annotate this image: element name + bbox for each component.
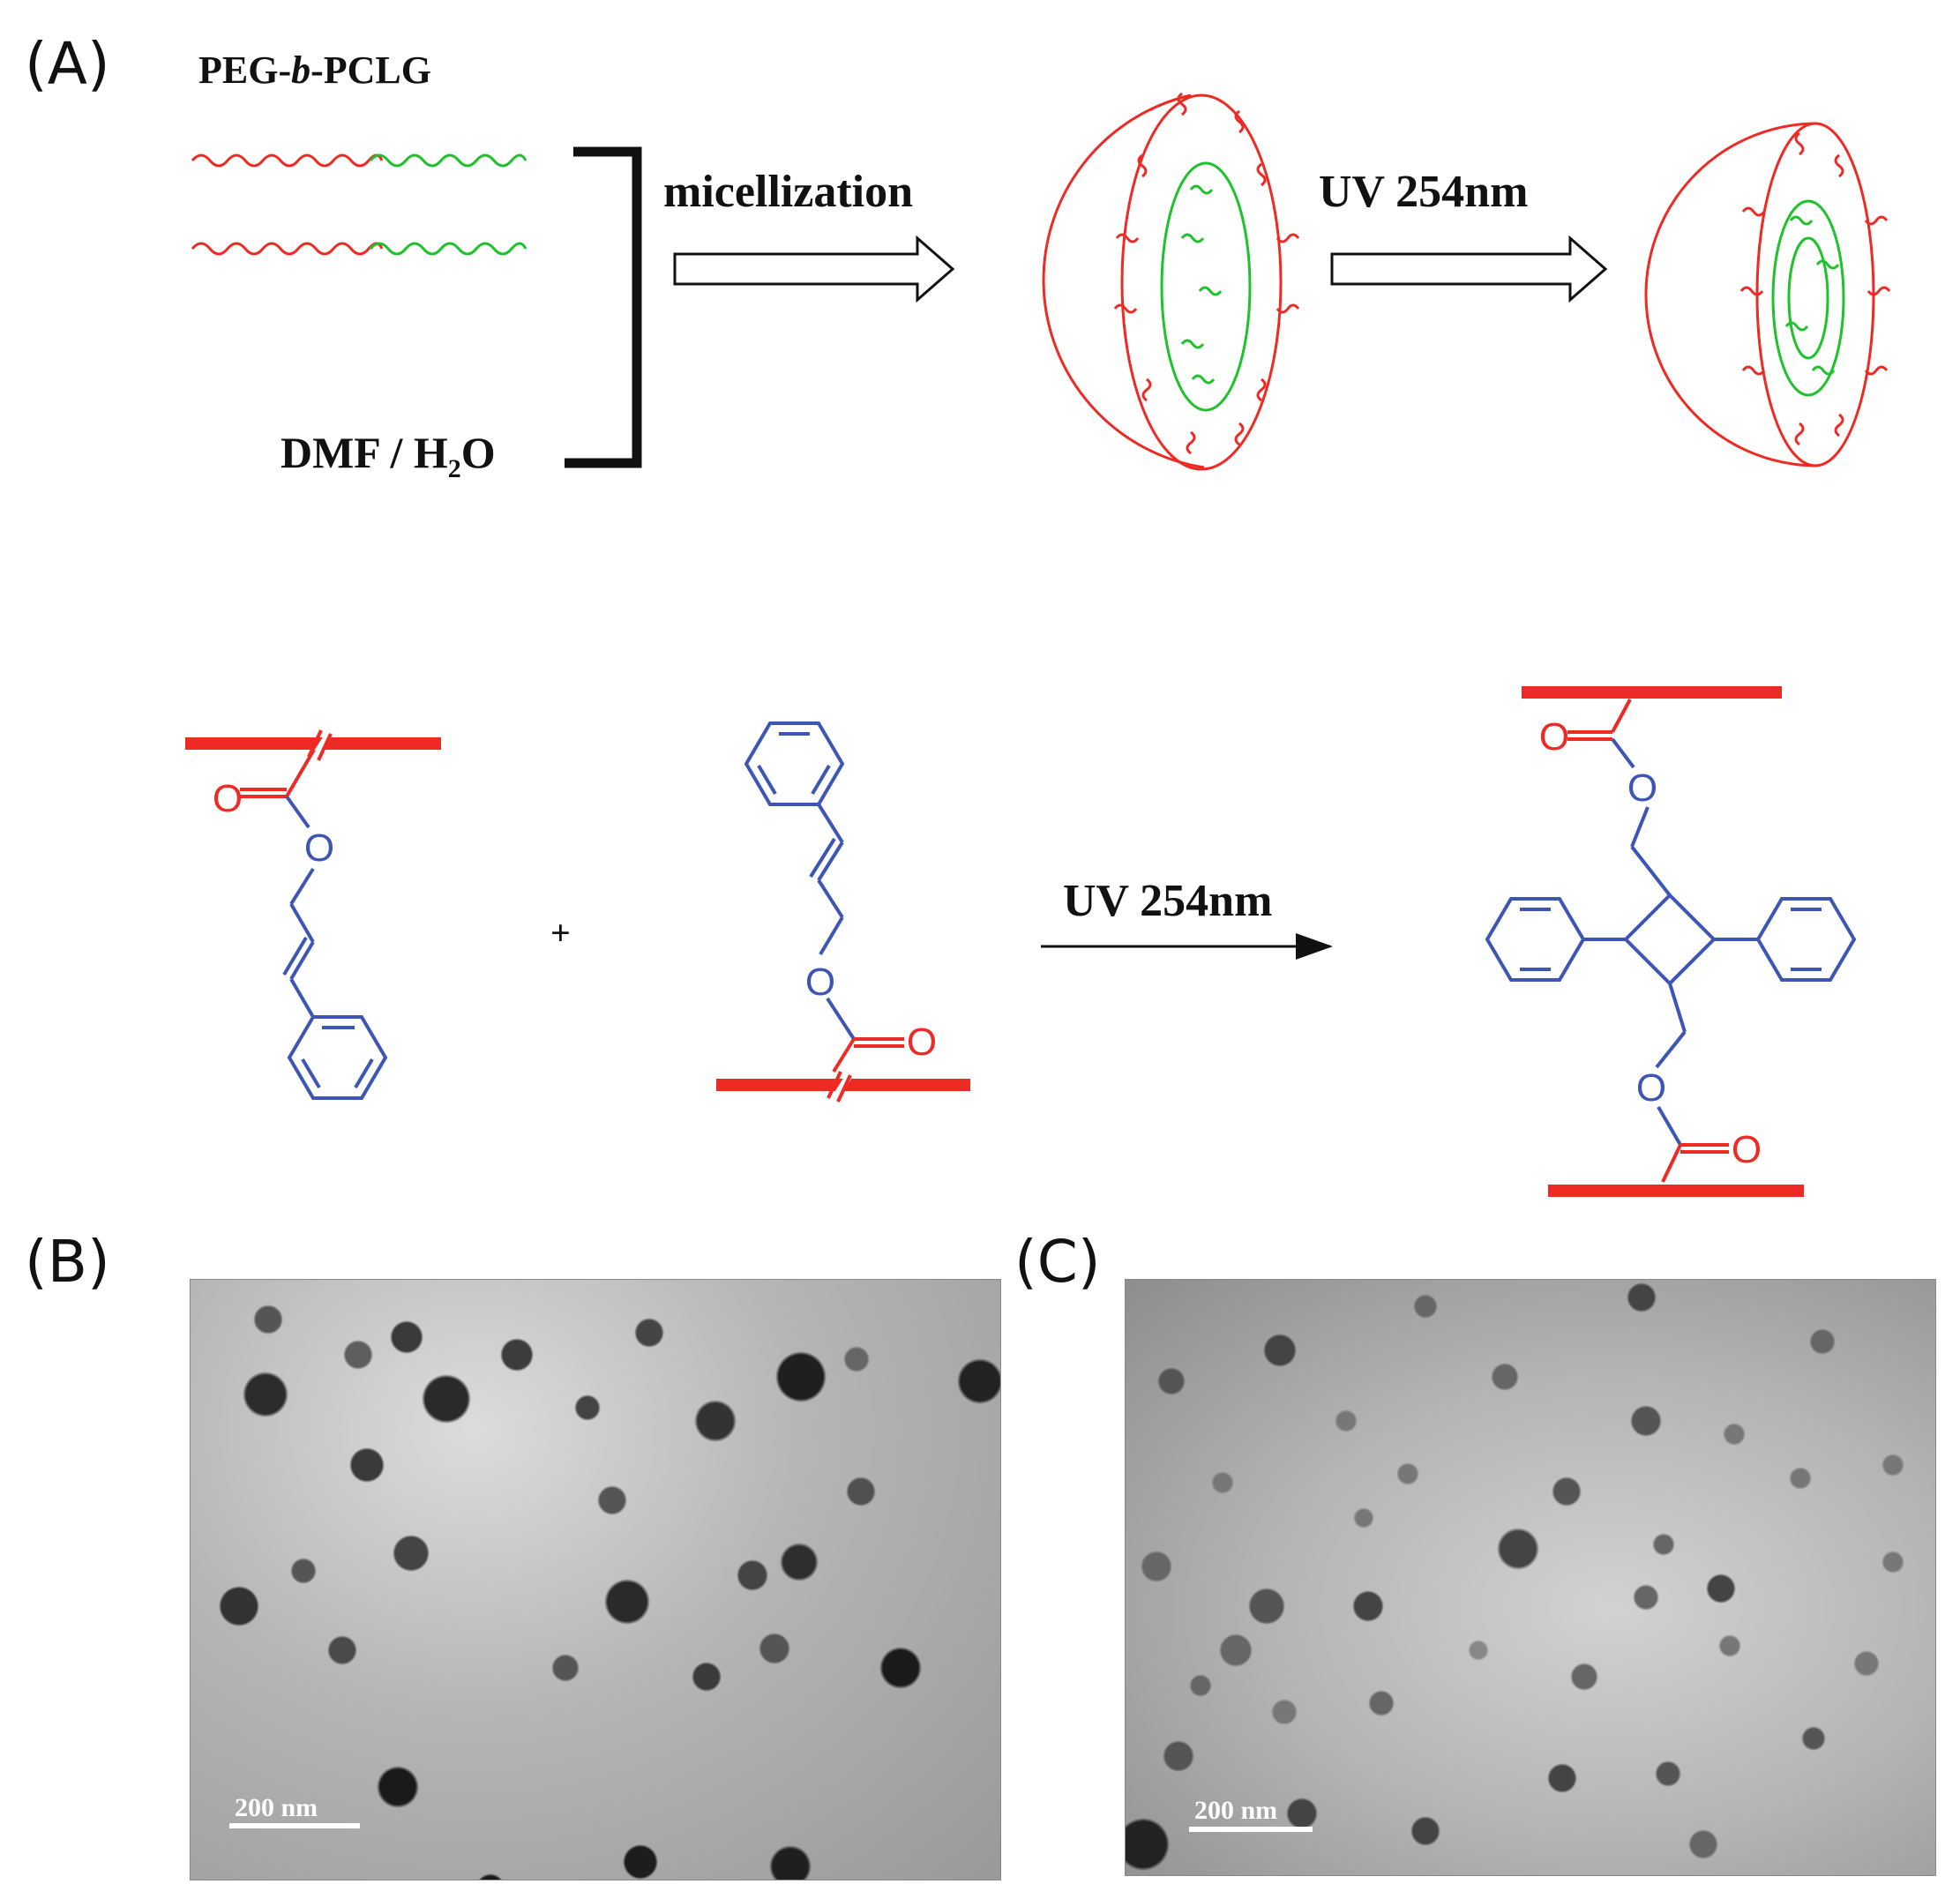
benzene-ring-left (1485, 897, 1586, 982)
pclg-core-chains (1180, 184, 1223, 385)
tem-image-c: 200 nm (1125, 1279, 1936, 1876)
product-top-ester-oxygen: O (1627, 766, 1657, 810)
pclg-block (369, 242, 527, 256)
bracket (565, 146, 642, 468)
reactant-2-carbonyl-oxygen: O (907, 1021, 937, 1064)
scale-bar-b (229, 1823, 360, 1828)
scale-bar-c (1189, 1827, 1313, 1832)
micelle (1042, 92, 1300, 471)
polymer-label: PEG-b-PCLG (198, 49, 431, 92)
polymer-chain-1 (191, 153, 527, 168)
reactant-1 (185, 726, 441, 1100)
reactant-2-ester-oxygen: O (805, 961, 835, 1004)
scale-bar-label-c: 200 nm (1194, 1796, 1278, 1825)
polymer-chain-2 (191, 242, 527, 256)
peg-block (191, 153, 384, 168)
pclg-block (369, 153, 527, 168)
crosslinked-micelle (1644, 122, 1891, 467)
cyclobutane-ring (1623, 893, 1717, 986)
solvent-label: DMF / H2O (281, 428, 496, 483)
product (1485, 686, 1857, 1197)
peg-block (191, 242, 384, 256)
peg-corona-chains (1739, 131, 1891, 446)
uv-step-label: UV 254nm (1319, 167, 1529, 217)
product-bottom-ester-oxygen: O (1636, 1066, 1666, 1110)
uv-arrow (1330, 235, 1608, 303)
benzene-ring (287, 1015, 388, 1100)
panel-label-c: (C) (1014, 1228, 1101, 1296)
scale-bar-label-b: 200 nm (235, 1793, 318, 1822)
tem-image-b: 200 nm (190, 1279, 1001, 1880)
peg-corona-chains (1113, 92, 1300, 455)
micellization-arrow (673, 235, 955, 303)
panel-label-b: (B) (25, 1228, 110, 1296)
product-top-carbonyl-oxygen: O (1539, 715, 1569, 759)
plus-sign: + (550, 913, 571, 953)
benzene-ring-right (1755, 897, 1857, 982)
pclg-core-chains (1784, 215, 1840, 376)
reactant-2 (716, 721, 970, 1103)
reactant-1-ester-oxygen: O (304, 826, 334, 870)
reaction-uv-label: UV 254nm (1063, 876, 1273, 926)
panel-label-a: (A) (25, 30, 110, 98)
micellization-label: micellization (663, 167, 914, 217)
product-bottom-carbonyl-oxygen: O (1732, 1128, 1762, 1171)
reactant-1-carbonyl-oxygen: O (213, 777, 243, 820)
